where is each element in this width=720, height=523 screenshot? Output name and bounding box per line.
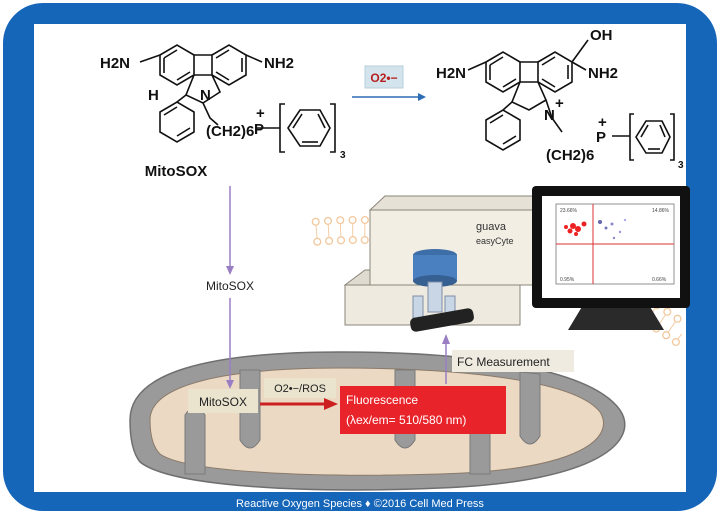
lipid-head xyxy=(360,235,369,245)
lipid-tail xyxy=(677,333,683,340)
oxidation-arrow-head xyxy=(324,398,338,410)
membrane-mitosox-label: MitoSOX xyxy=(206,279,254,293)
lipid-head xyxy=(673,314,682,323)
lipid-head xyxy=(311,217,320,226)
lipid-head xyxy=(360,215,369,225)
instrument-model: easyCyte xyxy=(476,236,514,246)
product-p-charge: + xyxy=(598,114,607,131)
scatter-points xyxy=(564,218,627,240)
matrix-mitosox-label: MitoSOX xyxy=(199,395,247,409)
footer-caption: Reactive Oxygen Species ♦ ©2016 Cell Med… xyxy=(236,498,484,510)
product-chain: (CH2)6 xyxy=(546,147,594,164)
lipid-head xyxy=(325,236,334,245)
uptake-arrow-upper-head xyxy=(226,266,234,275)
reactant-p-atom: P xyxy=(254,121,264,138)
lipid-head xyxy=(336,236,346,245)
product-structure xyxy=(467,39,675,161)
reactant-p-charge: + xyxy=(256,105,265,122)
lipid-head xyxy=(348,215,357,225)
measurement-arrow-head xyxy=(442,334,450,344)
reactant-right-amine: NH2 xyxy=(264,55,294,72)
reagent-box xyxy=(364,65,404,89)
fluorescence-detail: (λex/em= 510/580 nm) xyxy=(346,413,466,427)
lipid-head xyxy=(671,337,680,347)
quadrant-lower-left: 0.95% xyxy=(560,277,575,283)
reactant-structure xyxy=(139,44,336,153)
reagent-label: O2•− xyxy=(370,71,397,85)
quadrant-upper-right: 14.86% xyxy=(652,208,670,214)
lipid-head xyxy=(348,235,357,245)
fluorescence-title: Fluorescence xyxy=(346,393,418,407)
lipid-head xyxy=(336,216,345,225)
quadrant-lower-right: 0.66% xyxy=(652,277,667,283)
product-p-atom: P xyxy=(596,129,606,146)
product-left-amine: H2N xyxy=(436,65,466,82)
reactant-n-atom: N xyxy=(200,87,211,104)
ros-box xyxy=(264,378,336,398)
product-n-atom: N xyxy=(544,107,555,124)
uptake-arrow-lower-head xyxy=(226,380,234,389)
product-hydroxyl: OH xyxy=(590,27,613,44)
instrument-brand: guava xyxy=(476,221,507,233)
quadrant-upper-left: 23.66% xyxy=(560,208,578,214)
fc-measurement-box xyxy=(452,350,574,372)
lipid-head xyxy=(323,216,333,225)
lipid-tail xyxy=(661,314,666,321)
fluorescence-box xyxy=(340,386,506,434)
lipid-head xyxy=(663,307,672,316)
reactant-h-atom: H xyxy=(148,87,159,104)
reactant-subscript: 3 xyxy=(340,150,346,161)
lipid-tail xyxy=(315,225,317,232)
reaction-arrow-head xyxy=(418,93,426,101)
product-right-amine: NH2 xyxy=(588,65,618,82)
product-n-charge: + xyxy=(555,95,564,112)
reactant-name: MitoSOX xyxy=(145,163,208,180)
lipid-tail xyxy=(316,231,318,238)
product-subscript: 3 xyxy=(678,160,684,171)
monitor: 23.66% 14.86% 0.95% 0.66% xyxy=(532,186,690,330)
lipid-tail xyxy=(668,326,673,333)
reactant-left-amine: H2N xyxy=(100,55,130,72)
lipid-head xyxy=(662,331,671,340)
reactant-chain: (CH2)6 xyxy=(206,123,254,140)
ros-label: O2•−/ROS xyxy=(274,383,326,395)
lipid-head xyxy=(313,237,322,246)
lipid-tail xyxy=(671,321,676,328)
fc-measurement-label: FC Measurement xyxy=(457,355,550,369)
matrix-mitosox-box xyxy=(188,389,258,413)
